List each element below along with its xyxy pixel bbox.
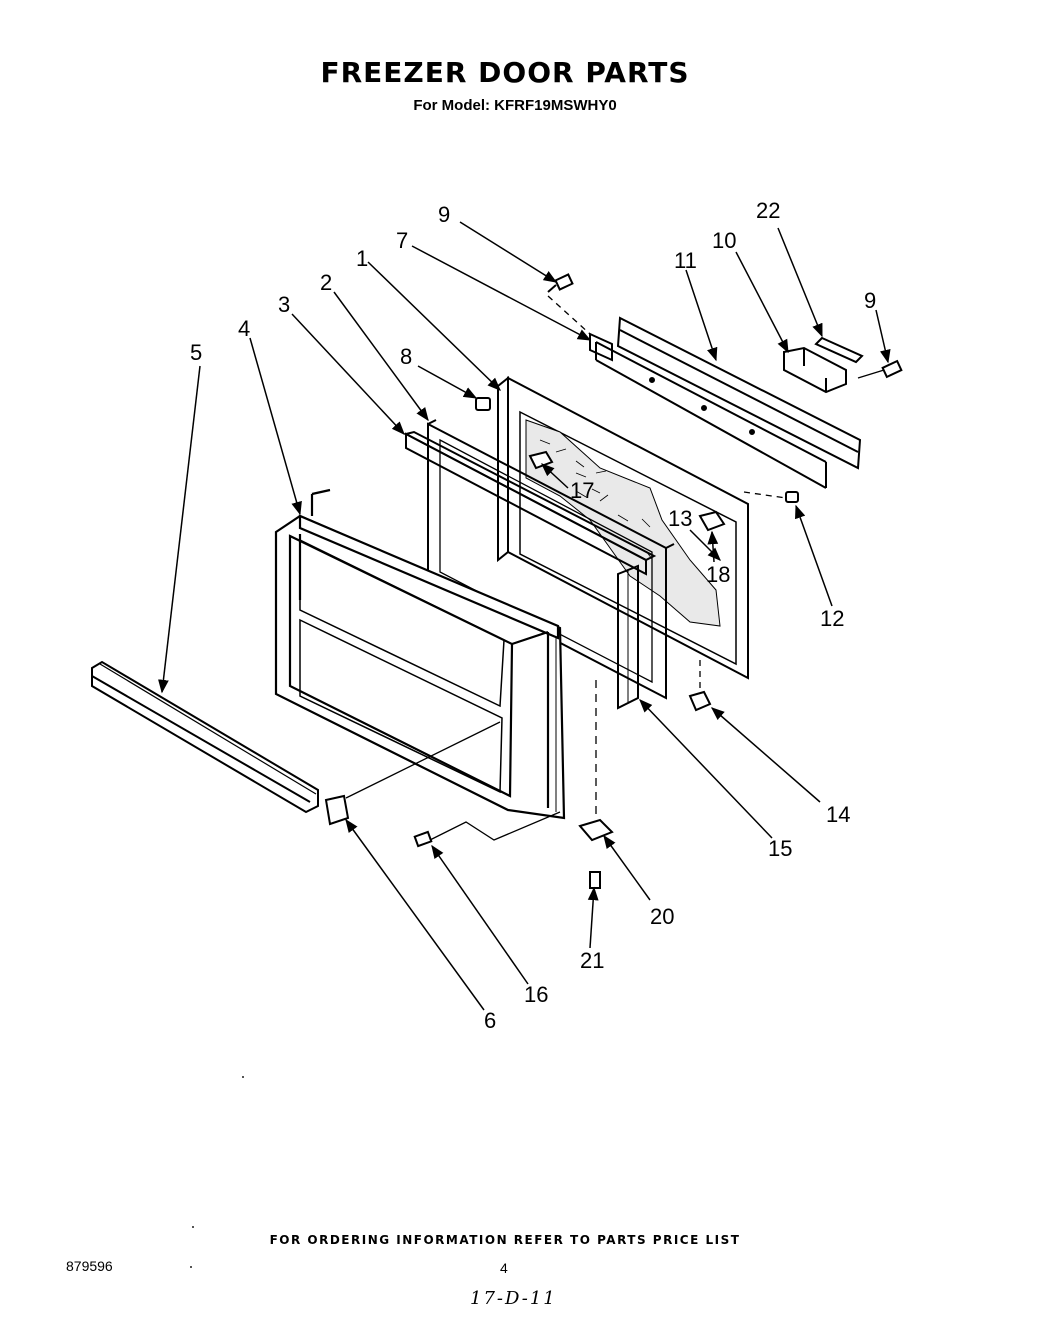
part-9-screw-right xyxy=(857,359,903,379)
part-4-door-liner xyxy=(274,488,566,820)
leader-lines xyxy=(158,221,891,1011)
part-21-screw xyxy=(589,871,601,889)
model-subtitle: For Model: KFRF19MSWHY0 xyxy=(413,97,617,114)
part-10-hinge xyxy=(783,346,847,394)
part-15-side-strip xyxy=(617,564,639,710)
callout-8: 8 xyxy=(400,344,412,369)
handwritten-code: 17-D-11 xyxy=(470,1288,557,1309)
callout-14: 14 xyxy=(826,802,850,827)
part-9-screw-top xyxy=(547,273,574,293)
part-3-breaker-strip xyxy=(403,430,657,576)
callout-9-right: 9 xyxy=(864,288,876,313)
part-14-clip xyxy=(688,660,712,712)
part-6-clip xyxy=(324,721,501,826)
callout-2: 2 xyxy=(320,270,332,295)
callout-6: 6 xyxy=(484,1008,496,1033)
callout-16: 16 xyxy=(524,982,548,1007)
part-2-liner-frame xyxy=(427,419,675,700)
speck xyxy=(190,1266,192,1268)
callout-11: 11 xyxy=(674,248,697,273)
speck xyxy=(242,1076,244,1078)
callout-3: 3 xyxy=(278,292,290,317)
callout-1: 1 xyxy=(356,246,368,271)
callout-22: 22 xyxy=(756,198,780,223)
callout-20: 20 xyxy=(650,904,674,929)
page-number: 4 xyxy=(500,1260,508,1276)
ordering-note: FOR ORDERING INFORMATION REFER TO PARTS … xyxy=(269,1233,741,1247)
part-18-clip xyxy=(698,510,726,532)
callout-4: 4 xyxy=(238,316,250,341)
part-12-plug xyxy=(743,491,799,503)
callout-17: 17 xyxy=(570,478,594,503)
part-5-gasket xyxy=(91,660,319,814)
page-title: FREEZER DOOR PARTS xyxy=(320,56,690,89)
callout-labels: 9 7 1 2 3 4 5 8 11 10 22 9 17 13 18 12 1… xyxy=(190,198,876,1033)
speck xyxy=(192,1226,194,1228)
callout-13: 13 xyxy=(668,506,692,531)
part-20-hinge-bracket xyxy=(578,680,614,842)
callout-12: 12 xyxy=(820,606,844,631)
callout-5: 5 xyxy=(190,340,202,365)
callout-18: 18 xyxy=(706,562,730,587)
callout-9-top: 9 xyxy=(438,202,450,227)
part-11-top-rail xyxy=(595,316,862,489)
part-22-shim xyxy=(814,336,864,364)
part-8-plug xyxy=(475,397,491,411)
document-number: 879596 xyxy=(66,1258,113,1274)
callout-15: 15 xyxy=(768,836,792,861)
callout-21: 21 xyxy=(580,948,604,973)
part-1-door-panel xyxy=(497,375,749,680)
part-7-bracket xyxy=(547,295,613,362)
part-16-screw xyxy=(413,811,561,848)
callout-7: 7 xyxy=(396,228,408,253)
callout-10: 10 xyxy=(712,228,736,253)
